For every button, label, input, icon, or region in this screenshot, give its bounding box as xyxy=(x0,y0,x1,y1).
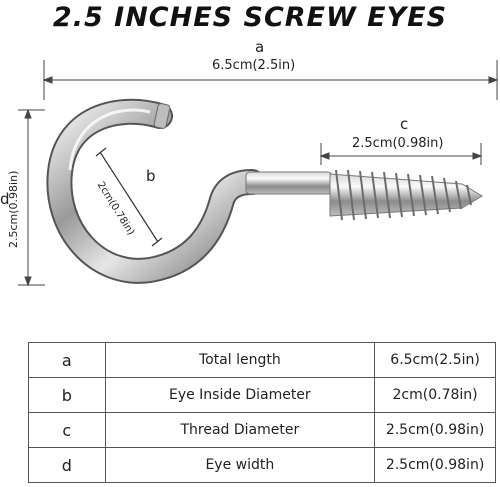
dimension-line-d xyxy=(18,108,45,287)
dimension-b-letter: b xyxy=(146,167,156,185)
dimension-d-value: 2.5cm(0.98in) xyxy=(7,170,20,248)
table-row: d Eye width 2.5cm(0.98in) xyxy=(28,447,496,483)
screw-thread xyxy=(329,169,483,221)
row-value: 6.5cm(2.5in) xyxy=(374,342,496,378)
row-name: Eye width xyxy=(104,447,376,483)
dimension-c-letter: c xyxy=(400,115,409,133)
table-row: c Thread Diameter 2.5cm(0.98in) xyxy=(28,412,496,448)
dimension-c-value: 2.5cm(0.98in) xyxy=(352,136,444,151)
row-value: 2.5cm(0.98in) xyxy=(374,447,496,483)
row-value: 2cm(0.78in) xyxy=(374,377,496,413)
screw-shank xyxy=(245,171,333,195)
row-name: Thread Diameter xyxy=(104,412,376,448)
dimension-line-b xyxy=(95,147,163,247)
row-key: a xyxy=(28,342,106,378)
hook-eye-shape xyxy=(46,98,265,284)
spec-table: a Total length 6.5cm(2.5in) b Eye Inside… xyxy=(28,342,496,483)
dimension-d-letter: d xyxy=(0,190,10,208)
row-key: d xyxy=(28,447,106,483)
table-row: b Eye Inside Diameter 2cm(0.78in) xyxy=(28,377,496,413)
dimension-a-value: 6.5cm(2.5in) xyxy=(212,58,296,73)
row-value: 2.5cm(0.98in) xyxy=(374,412,496,448)
row-key: b xyxy=(28,377,106,413)
screw-eye-illustration xyxy=(18,60,499,287)
dimension-line-a xyxy=(42,60,499,100)
row-name: Eye Inside Diameter xyxy=(104,377,376,413)
dimension-line-c xyxy=(319,143,483,165)
table-row: a Total length 6.5cm(2.5in) xyxy=(28,342,496,378)
row-name: Total length xyxy=(104,342,376,378)
row-key: c xyxy=(28,412,106,448)
dimension-a-letter: a xyxy=(255,38,265,56)
page-title: 2.5 INCHES SCREW EYES xyxy=(52,2,448,33)
